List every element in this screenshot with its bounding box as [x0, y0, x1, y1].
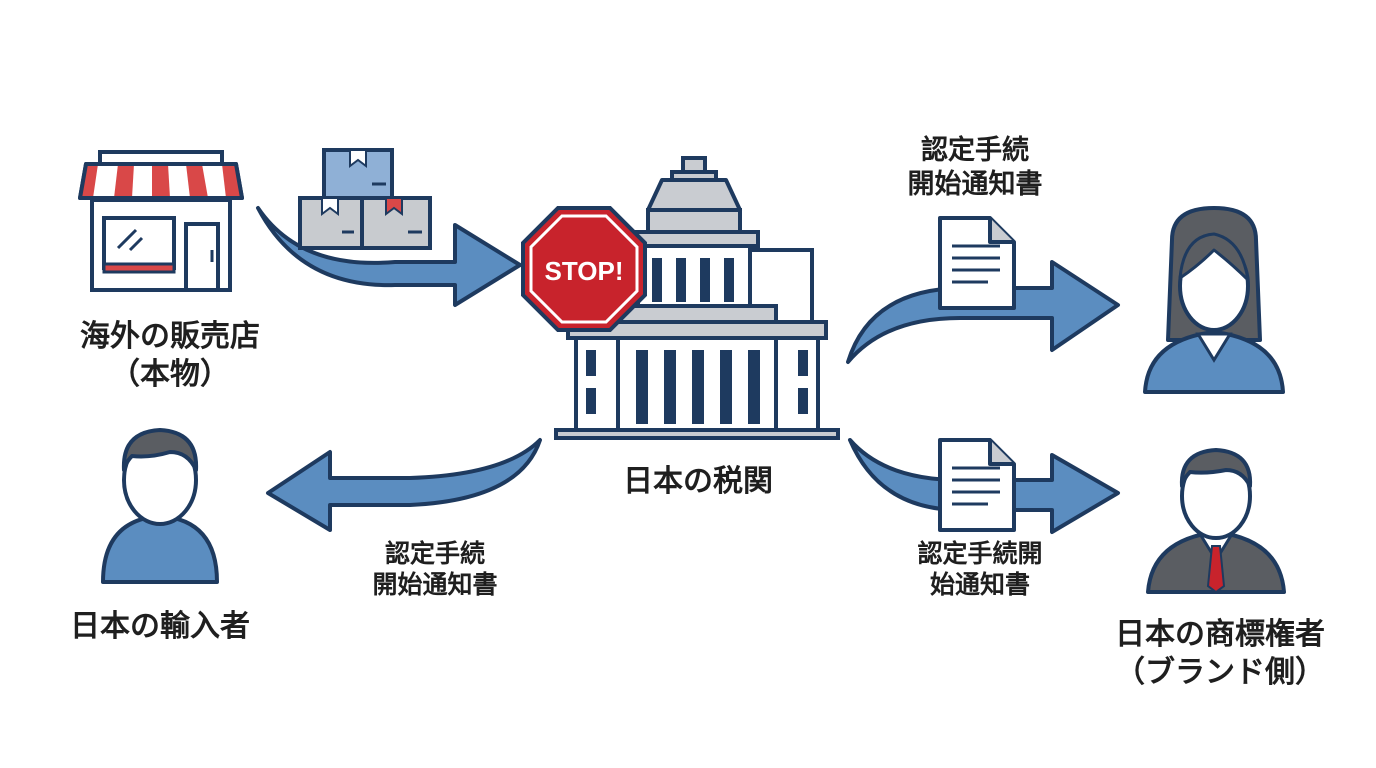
notice-top-right-line1: 認定手続	[921, 135, 1029, 166]
notice-label-bottom-right: 認定手続開 始通知書	[880, 538, 1080, 601]
document-icon-bottom	[938, 438, 1016, 532]
stop-sign-icon: STOP!	[521, 206, 647, 332]
arrow-customs-to-trademark-holder-top	[846, 260, 1120, 364]
storefront-icon	[78, 150, 244, 292]
notice-top-right-line2: 開始通知書	[907, 168, 1043, 200]
trademark-holder-note: （ブランド側）	[1115, 654, 1325, 690]
trademark-holder-label: 日本の商標権者 （ブランド側）	[1095, 616, 1345, 691]
japan-importer-label: 日本の輸入者	[50, 608, 270, 646]
japan-customs-label: 日本の税関	[585, 463, 811, 501]
notice-label-bottom-left: 認定手続 開始通知書	[340, 538, 530, 601]
document-icon-top	[938, 216, 1016, 310]
package-boxes-icon	[298, 148, 432, 250]
japan-importer-name: 日本の輸入者	[70, 609, 250, 644]
arrow-customs-to-importer	[266, 438, 542, 532]
notice-bottom-left-line2: 開始通知書	[372, 570, 498, 600]
trademark-rep-female-icon	[1143, 206, 1285, 394]
overseas-seller-name: 海外の販売店	[80, 319, 260, 354]
trademark-holder-male-icon	[1146, 448, 1286, 594]
notice-label-top-right: 認定手続 開始通知書	[880, 134, 1070, 202]
notice-bottom-right-line2: 始通知書	[929, 570, 1030, 600]
overseas-seller-note: （本物）	[110, 356, 230, 392]
japan-customs-name: 日本の税関	[623, 464, 773, 499]
importer-person-icon	[101, 428, 219, 584]
notice-bottom-right-line1: 認定手続開	[917, 539, 1043, 568]
trademark-holder-name: 日本の商標権者	[1115, 617, 1325, 652]
notice-bottom-left-line1: 認定手続	[384, 539, 485, 568]
overseas-seller-label: 海外の販売店 （本物）	[60, 318, 280, 393]
stop-sign-text: STOP!	[545, 256, 624, 286]
